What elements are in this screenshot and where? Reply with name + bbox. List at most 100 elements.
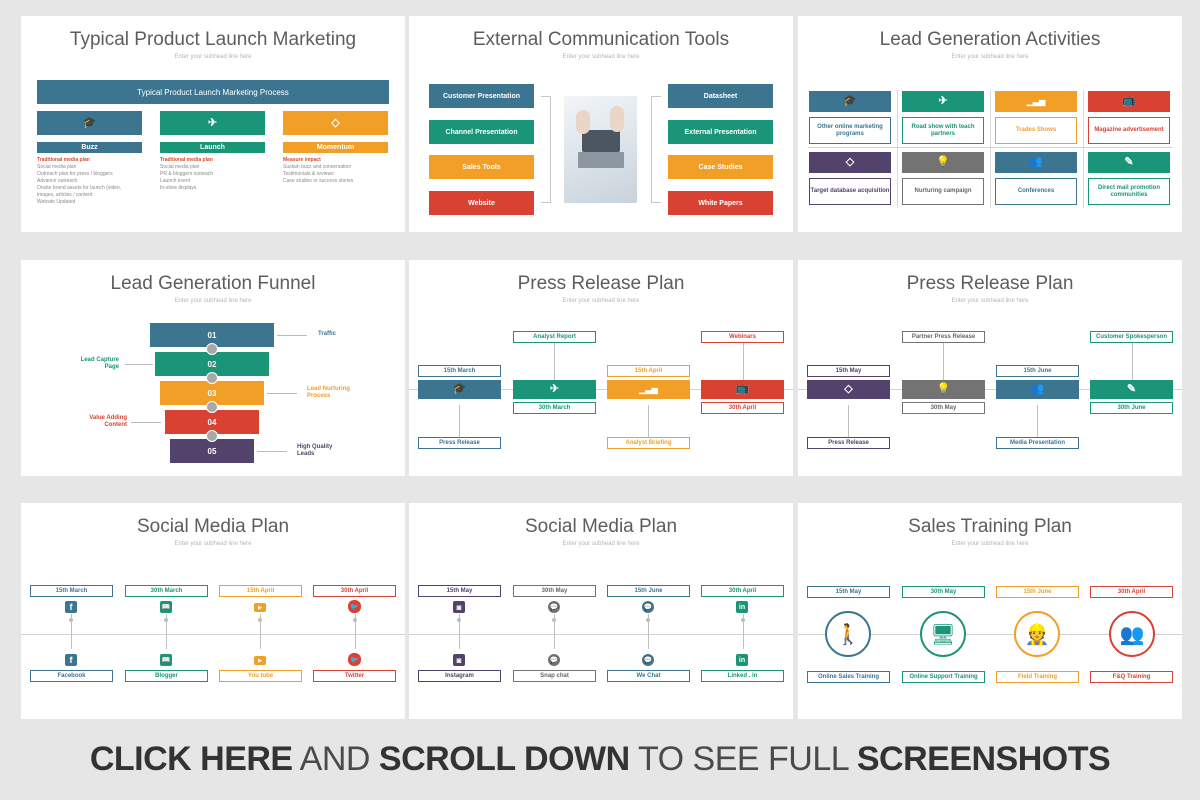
connector-dot — [741, 618, 745, 622]
tool-right-1: Datasheet — [668, 84, 773, 108]
connector — [71, 614, 72, 649]
laptop-screen-shape — [582, 130, 620, 152]
slide-lead-funnel[interactable]: Lead Generation Funnel Enter your subhea… — [21, 260, 405, 476]
process-banner: Typical Product Launch Marketing Process — [37, 80, 389, 104]
hand-shape — [576, 110, 590, 134]
activity-label-1: Other online marketing programs — [809, 117, 891, 144]
launch-icon-box: ✈ — [160, 111, 265, 135]
timeline-node-4: 📺 — [701, 380, 784, 399]
slide-sales-training[interactable]: Sales Training Plan Enter your subhead l… — [798, 503, 1182, 719]
date-4: 30th April — [313, 585, 396, 597]
channel-2: Blogger — [125, 670, 208, 682]
hand-shape — [610, 106, 624, 132]
channel-3: We Chat — [607, 670, 690, 682]
connector — [459, 405, 460, 444]
training-1: Online Sales Training — [807, 671, 890, 683]
activity-label-7: Conferences — [995, 178, 1077, 205]
timeline-axis — [409, 389, 793, 390]
milestone-top-1: Partner Press Release — [902, 331, 985, 343]
connector — [743, 614, 744, 649]
channel-2: Snap chat — [513, 670, 596, 682]
slide-subhead: Enter your subhead line here — [562, 298, 640, 304]
activity-label-3: Trades Shows — [995, 117, 1077, 144]
slide-product-launch[interactable]: Typical Product Launch Marketing Enter y… — [21, 16, 405, 232]
connector — [848, 405, 849, 444]
connector — [260, 614, 261, 649]
tool-left-2: Channel Presentation — [429, 120, 534, 144]
leader-line — [277, 335, 307, 336]
instagram-icon: ◙ — [453, 601, 465, 613]
timeline-node-2: ✈ — [513, 380, 596, 399]
slide-social-media-1[interactable]: Social Media Plan Enter your subhead lin… — [21, 503, 405, 719]
connector — [355, 614, 356, 649]
slide-subhead: Enter your subhead line here — [951, 541, 1029, 547]
funnel-node — [206, 372, 218, 384]
connector — [648, 614, 649, 649]
lightbulb-icon: 💡 — [936, 156, 950, 168]
activity-icon-4: 📺 — [1088, 91, 1170, 112]
graduation-cap-icon: 🎓 — [452, 383, 467, 395]
slide-subhead: Enter your subhead line here — [174, 541, 252, 547]
connector-dot — [552, 618, 556, 622]
slide-title: Press Release Plan — [906, 273, 1074, 294]
timeline-node-1: 🎓 — [418, 380, 501, 399]
cta-text: TO SEE FULL — [629, 740, 857, 778]
channel-1: Facebook — [30, 670, 113, 682]
milestone-top-1: Analyst Report — [513, 331, 596, 343]
cta-text: AND — [292, 740, 379, 778]
grid-v-line — [897, 90, 898, 208]
wechat-icon: 💬 — [642, 654, 654, 666]
slide-press-release-1[interactable]: Press Release Plan Enter your subhead li… — [409, 260, 793, 476]
leader-line — [267, 393, 297, 394]
date-below-1: 30th May — [902, 402, 985, 414]
slide-title: Sales Training Plan — [908, 516, 1072, 537]
graduation-cap-icon: 🎓 — [843, 95, 857, 107]
channel-3: You tube — [219, 670, 302, 682]
momentum-icon-box: ◇ — [283, 111, 388, 135]
connector — [166, 614, 167, 649]
date-4: 30th April — [701, 585, 784, 597]
slide-subhead: Enter your subhead line here — [562, 541, 640, 547]
diamond-icon: ◇ — [331, 116, 340, 129]
left-bracket — [541, 96, 551, 203]
slide-lead-activities[interactable]: Lead Generation Activities Enter your su… — [798, 16, 1182, 232]
chart-icon: ▁▃▅ — [639, 384, 658, 394]
youtube-icon: ▶ — [254, 603, 266, 612]
activity-label-2: Road show with teach partners — [902, 117, 984, 144]
edit-icon: ✎ — [1124, 156, 1134, 168]
facebook-icon: f — [65, 601, 77, 613]
timeline-node-4: ✎ — [1090, 380, 1173, 399]
activity-label-6: Nurturing campaign — [902, 178, 984, 205]
activity-icon-5: ◇ — [809, 152, 891, 173]
tool-right-2: External Presentation — [668, 120, 773, 144]
tool-left-4: Website — [429, 191, 534, 215]
activity-icon-7: 👥 — [995, 152, 1077, 173]
paper-plane-icon: ✈ — [938, 95, 948, 107]
slide-title: Press Release Plan — [517, 273, 685, 294]
slide-press-release-2[interactable]: Press Release Plan Enter your subhead li… — [798, 260, 1182, 476]
slide-title: Lead Generation Funnel — [110, 273, 316, 294]
milestone-bottom-2: Analyst Briefing — [607, 437, 690, 449]
milestone-top-2: Webinars — [701, 331, 784, 343]
slide-subhead: Enter your subhead line here — [174, 54, 252, 60]
edit-icon: ✎ — [1126, 383, 1137, 395]
date-above-2: 15th June — [996, 365, 1079, 377]
slide-external-communication[interactable]: External Communication Tools Enter your … — [409, 16, 793, 232]
leader-line — [257, 451, 287, 452]
timeline-axis — [798, 389, 1182, 390]
date-below-2: 30th June — [1090, 402, 1173, 414]
training-3: Field Training — [996, 671, 1079, 683]
momentum-label: Momentum — [283, 142, 388, 153]
funnel-node — [206, 401, 218, 413]
linkedin-icon: in — [736, 601, 748, 613]
scroll-cta-link[interactable]: CLICK HERE AND SCROLL DOWN TO SEE FULL S… — [0, 740, 1200, 779]
tool-left-3: Sales Tools — [429, 155, 534, 179]
diamond-icon: ◇ — [845, 156, 855, 168]
milestone-bottom-2: Media Presentation — [996, 437, 1079, 449]
slide-subhead: Enter your subhead line here — [174, 298, 252, 304]
slide-social-media-2[interactable]: Social Media Plan Enter your subhead lin… — [409, 503, 793, 719]
tool-left-1: Customer Presentation — [429, 84, 534, 108]
buzz-label: Buzz — [37, 142, 142, 153]
timeline-axis — [798, 634, 1182, 635]
facebook-icon: f — [65, 654, 77, 666]
